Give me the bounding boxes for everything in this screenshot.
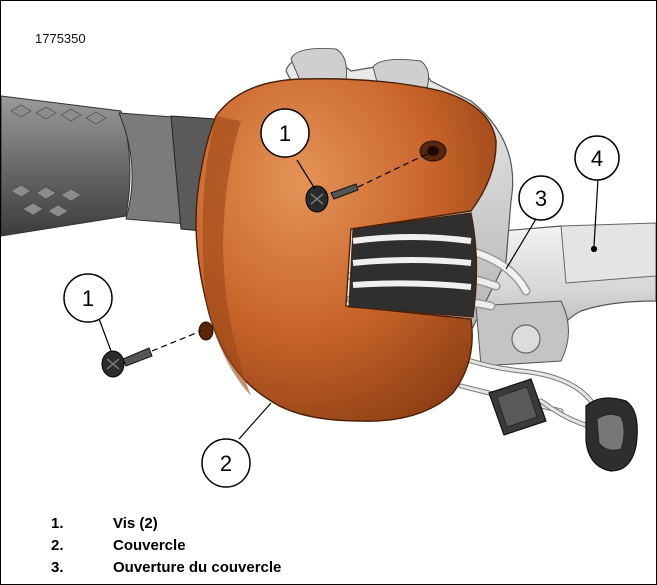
callout-1-lower: 1 xyxy=(63,273,113,323)
leader-lines xyxy=(97,159,599,440)
wire-connector xyxy=(488,378,638,472)
legend-number: 2. xyxy=(51,537,64,554)
switch-cover xyxy=(195,78,497,422)
svg-text:3: 3 xyxy=(535,186,547,211)
screw-lower xyxy=(101,347,153,378)
alignment-lines xyxy=(151,152,430,352)
legend-item-1: 1. Vis (2) xyxy=(51,515,158,532)
svg-text:2: 2 xyxy=(220,451,232,476)
legend-number: 3. xyxy=(51,559,64,576)
legend-number: 1. xyxy=(51,515,64,532)
svg-text:1: 1 xyxy=(279,121,291,146)
svg-text:1: 1 xyxy=(82,286,94,311)
legend-item-3: 3. Ouverture du couvercle xyxy=(51,559,281,576)
legend-text: Couvercle xyxy=(113,537,186,554)
legend-text: Vis (2) xyxy=(113,515,158,532)
legend-text: Ouverture du couvercle xyxy=(113,559,282,576)
screw-upper xyxy=(305,183,359,213)
callout-1-upper: 1 xyxy=(260,108,310,158)
callout-2: 2 xyxy=(201,438,251,488)
legend-item-2: 2. Couvercle xyxy=(51,537,186,554)
svg-text:4: 4 xyxy=(591,146,603,171)
handgrip xyxy=(1,95,224,237)
callout-4: 4 xyxy=(574,135,620,181)
callout-3: 3 xyxy=(518,175,564,221)
figure-id: 1775350 xyxy=(35,31,86,46)
